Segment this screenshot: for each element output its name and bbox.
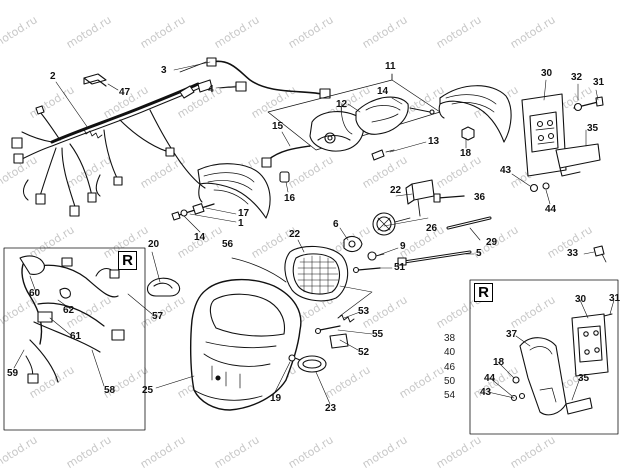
callout-9: 9 — [400, 241, 406, 252]
callout-13: 13 — [428, 136, 440, 147]
leader-line — [231, 257, 287, 283]
callout-18-variant: 18 — [493, 357, 505, 368]
connector-part-47 — [83, 73, 119, 91]
bracket-part-35 — [555, 143, 601, 177]
callout-62: 62 — [63, 305, 75, 316]
callout-57: 57 — [152, 311, 164, 322]
screw-part-19 — [288, 354, 301, 362]
callout-15: 15 — [272, 121, 284, 132]
leader-line — [339, 285, 373, 317]
connector-part-4 — [219, 81, 247, 92]
callout-37: 37 — [506, 329, 518, 340]
callout-16: 16 — [284, 193, 296, 204]
callout-47: 47 — [119, 87, 131, 98]
callout-18: 18 — [460, 148, 472, 159]
cable-strap-part-29 — [446, 216, 492, 230]
callout-11: 11 — [385, 61, 396, 72]
callout-1: 1 — [238, 218, 244, 229]
callout-19: 19 — [270, 393, 282, 404]
spacer-part-16 — [279, 171, 290, 183]
wiring-harness-part-2 — [11, 79, 213, 217]
r-variant-label-right: R — [474, 283, 493, 302]
bolt-part-17 — [171, 203, 215, 221]
callout-44-variant: 44 — [484, 373, 496, 384]
legend-number: 40 — [444, 347, 456, 358]
callout-4: 4 — [208, 84, 214, 95]
clamp-part-23 — [297, 355, 327, 373]
callout-6: 6 — [333, 219, 339, 230]
callout-14-left: 14 — [194, 232, 206, 243]
callout-56: 56 — [222, 239, 234, 250]
leader-lines — [13, 61, 615, 405]
bulb-socket-part-6 — [343, 235, 363, 253]
callout-2: 2 — [50, 71, 56, 82]
clip-part-20 — [146, 277, 181, 297]
callout-3: 3 — [161, 65, 167, 76]
callout-30: 30 — [541, 68, 553, 79]
legend-number: 54 — [444, 390, 456, 401]
callout-55: 55 — [372, 329, 384, 340]
callout-35-variant: 35 — [578, 373, 590, 384]
bracket-part-52 — [329, 333, 349, 349]
r-variant-box-left — [3, 247, 146, 431]
callout-53: 53 — [358, 306, 370, 317]
callout-43-variant: 43 — [480, 387, 492, 398]
cable-strap-part-5 — [397, 250, 472, 266]
callout-25: 25 — [142, 385, 154, 396]
horn-part-26 — [372, 212, 411, 236]
headlight-part-22 — [284, 245, 349, 302]
bolt-part-36 — [433, 193, 465, 203]
callout-31: 31 — [593, 77, 605, 88]
spring-part-53 — [337, 314, 355, 323]
legend-number: 46 — [444, 362, 456, 373]
callout-35: 35 — [587, 123, 599, 134]
callout-44: 44 — [545, 204, 557, 215]
callout-32: 32 — [571, 72, 583, 83]
nut-part-43 — [529, 182, 550, 193]
bolt-part-55 — [314, 325, 341, 335]
callout-59: 59 — [7, 368, 19, 379]
connector-part-33 — [593, 245, 607, 263]
cable-part-3 — [179, 57, 331, 99]
callout-23: 23 — [325, 403, 337, 414]
legend-number: 50 — [444, 376, 456, 387]
callout-51: 51 — [394, 262, 406, 273]
callout-52: 52 — [358, 347, 370, 358]
nut-part-18 — [461, 126, 475, 141]
callout-61: 61 — [70, 331, 82, 342]
callout-58: 58 — [104, 385, 116, 396]
callout-43: 43 — [500, 165, 512, 176]
callout-5: 5 — [476, 248, 482, 259]
callout-33: 33 — [567, 248, 579, 259]
callout-60: 60 — [29, 288, 41, 299]
callout-30-variant: 30 — [575, 294, 587, 305]
flasher-relay-part-22 — [405, 179, 435, 217]
callout-14-top: 14 — [377, 86, 389, 97]
callout-22-relay: 22 — [390, 185, 402, 196]
callout-17: 17 — [238, 208, 250, 219]
front-fender-part — [197, 163, 271, 219]
callout-26: 26 — [426, 223, 438, 234]
callout-36: 36 — [474, 192, 486, 203]
rear-light-assembly-part-11 — [261, 73, 441, 168]
bolt-part-31 — [573, 96, 604, 112]
rear-fender-part — [438, 85, 512, 143]
callout-22-headlight: 22 — [289, 229, 301, 240]
r-variant-box-right — [469, 279, 619, 435]
callout-29: 29 — [486, 237, 498, 248]
headlight-fairing-part-25 — [189, 278, 302, 411]
r-variant-label-left: R — [118, 251, 137, 270]
bolt-part-51 — [352, 266, 381, 274]
legend-number: 38 — [444, 333, 456, 344]
callout-12: 12 — [336, 99, 348, 110]
leader-line — [341, 103, 353, 135]
callout-31-variant: 31 — [609, 293, 621, 304]
callout-20: 20 — [148, 239, 160, 250]
license-plate-holder-part-30 — [521, 93, 567, 177]
